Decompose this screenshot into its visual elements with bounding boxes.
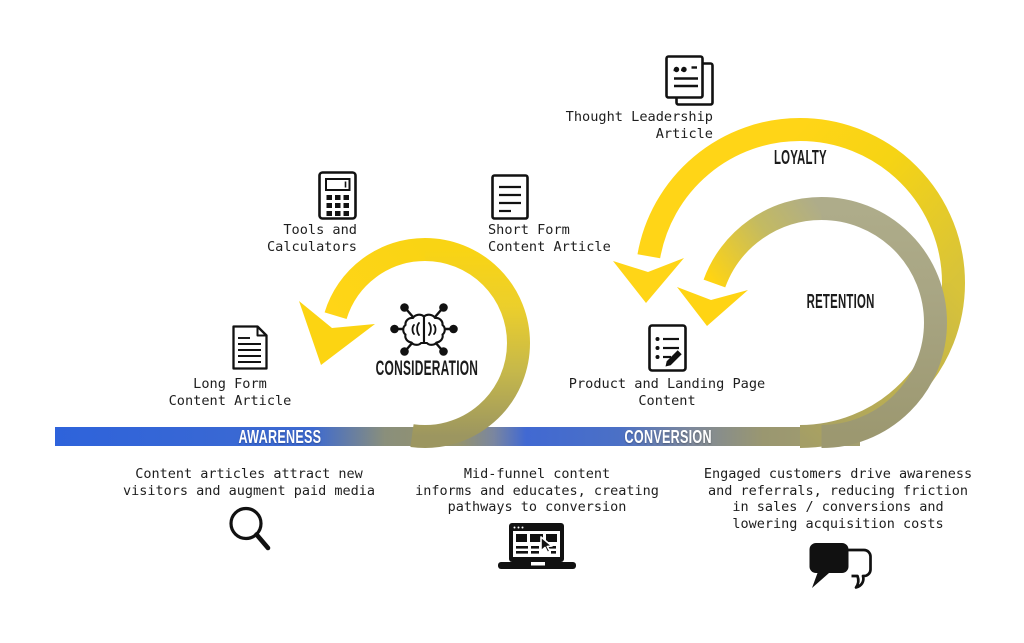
label-short-form-article: Short Form Content Article	[488, 222, 611, 255]
retention-loop	[677, 197, 948, 448]
stage-awareness: AWARENESS	[238, 426, 322, 447]
label-thought-leadership-article: Thought Leadership Article	[565, 109, 713, 142]
stage-conversion: CONVERSION	[624, 426, 712, 447]
laptop-browser-icon	[498, 523, 576, 569]
caption-conversion: Mid-funnel content informs and educates,…	[415, 466, 659, 515]
loyalty-arrowhead-icon	[613, 258, 684, 303]
thought-leadership-article-icon	[665, 55, 714, 106]
consideration-arrowhead-icon	[299, 301, 375, 365]
magnifier-icon	[229, 506, 271, 551]
long-form-article-icon	[232, 325, 268, 370]
cursor-icon	[540, 536, 553, 554]
stage-loyalty: LOYALTY	[773, 147, 827, 169]
brain-network-icon	[390, 303, 458, 356]
label-tools-calculators: Tools and Calculators	[266, 222, 357, 255]
caption-loyalty: Engaged customers drive awareness and re…	[703, 466, 973, 532]
calculator-icon	[318, 171, 357, 220]
stage-consideration: CONSIDERATION	[375, 357, 479, 380]
product-landing-page-icon	[648, 324, 687, 372]
retention-arrowhead-icon	[677, 287, 748, 326]
short-form-article-icon	[491, 174, 529, 220]
caption-awareness: Content articles attract new visitors an…	[123, 466, 375, 499]
label-product-landing-page: Product and Landing Page Content	[568, 376, 766, 409]
consideration-loop	[299, 238, 531, 448]
stage-retention: RETENTION	[807, 291, 875, 313]
chat-bubbles-icon	[809, 543, 872, 589]
label-long-form-article: Long Form Content Article	[168, 376, 292, 409]
